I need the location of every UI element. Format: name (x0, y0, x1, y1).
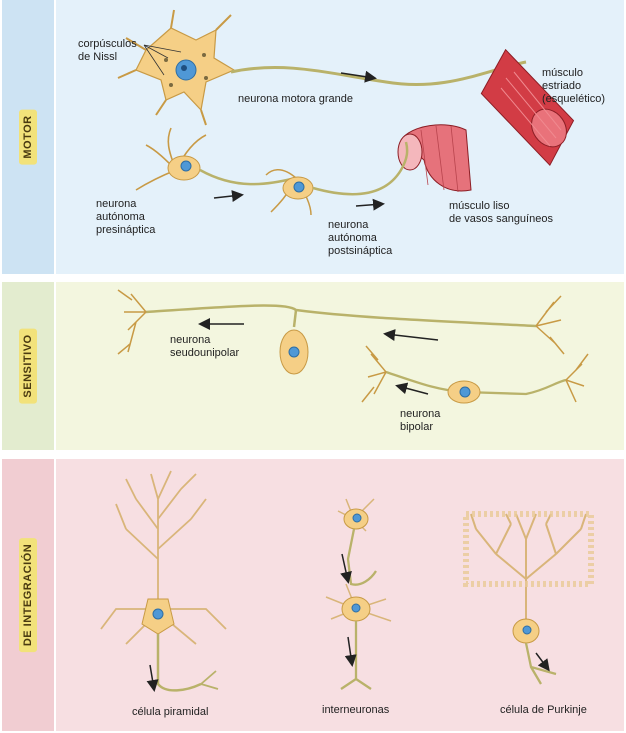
striated-muscle (480, 48, 575, 167)
bipolar-arrow (395, 382, 429, 395)
pseudounipolar-arrow-right (383, 329, 439, 341)
purkinje-arrow (535, 652, 550, 672)
smooth-muscle-vessel (397, 124, 472, 193)
presynaptic-neuron (135, 127, 297, 191)
integration-illustration (100, 470, 594, 692)
pyramidal-arrow (146, 664, 159, 692)
bipolar-neuron (361, 345, 589, 404)
nissl-pointers (143, 44, 182, 76)
striated-muscle-label: músculo estriado (esquelético) (542, 67, 605, 105)
presyn-arrow (213, 190, 244, 202)
integration-sidebar: DE INTEGRACIÓN (2, 459, 54, 731)
motor-neuron-label: neurona motora grande (238, 93, 353, 105)
integration-side-label: DE INTEGRACIÓN (19, 537, 37, 653)
purkinje-label: célula de Purkinje (500, 704, 587, 716)
pyramidal-cell (100, 470, 227, 692)
interneuron-arrow-bottom (344, 636, 357, 667)
smooth-muscle-label: músculo liso de vasos sanguíneos (449, 200, 553, 225)
motor-illustration (117, 9, 575, 216)
large-motor-neuron (117, 9, 527, 126)
integration-panel: DE INTEGRACIÓN (2, 459, 624, 731)
bipolar-label: neurona bipolar (400, 408, 441, 433)
pseudounipolar-neuron (117, 289, 565, 375)
sensory-panel: SENSITIVO (2, 282, 624, 450)
purkinje-cell (463, 511, 594, 685)
postsyn-arrow (355, 198, 385, 211)
interneurons (325, 498, 392, 690)
pyramidal-label: célula piramidal (132, 706, 209, 718)
sensory-illustration (117, 289, 589, 404)
pseudounipolar-label: neurona seudounipolar (170, 334, 240, 359)
integration-content: célula piramidal interneuronas célula de… (56, 459, 624, 731)
interneuron-arrow-top (340, 553, 352, 584)
sensory-side-label: SENSITIVO (19, 328, 37, 404)
interneurons-label: interneuronas (322, 704, 390, 716)
sensory-content: neurona seudounipolar neurona bipolar (56, 282, 624, 450)
postsynaptic-neuron (265, 141, 409, 216)
motor-sidebar: MOTOR (2, 0, 54, 274)
nissl-label: corpúsculos de Nissl (78, 38, 137, 63)
motor-panel: MOTOR (2, 0, 624, 274)
motor-arrow (340, 70, 377, 83)
motor-side-label: MOTOR (19, 109, 37, 165)
sensory-sidebar: SENSITIVO (2, 282, 54, 450)
motor-content: corpúsculos de Nissl neurona motora gran… (56, 0, 624, 274)
postsynaptic-label: neurona autónoma postsináptica (328, 219, 393, 257)
presynaptic-label: neurona autónoma presináptica (96, 198, 156, 236)
